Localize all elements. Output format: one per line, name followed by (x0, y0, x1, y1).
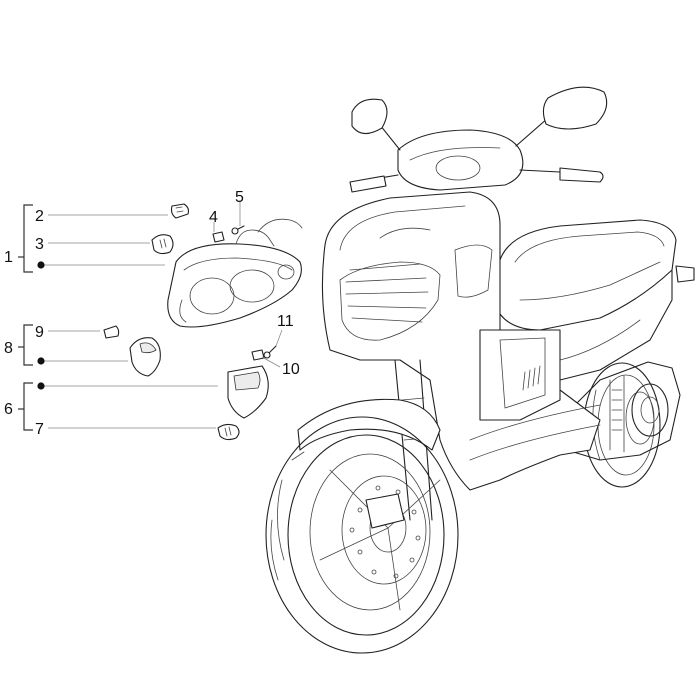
callout-1: 1 (4, 249, 13, 266)
handlebar (349, 86, 608, 193)
bullet-dot-icon (37, 261, 45, 390)
callout-2: 2 (35, 208, 44, 225)
bracket-group-1 (18, 204, 33, 273)
callout-3: 3 (35, 236, 44, 253)
front-wheel (265, 416, 459, 654)
main-body (321, 191, 601, 491)
bracket-group-6 (18, 382, 33, 431)
engine-block (559, 361, 681, 461)
callout-9: 9 (35, 324, 44, 341)
callout-6: 6 (4, 401, 13, 418)
callout-11: 11 (277, 313, 294, 330)
seat-rear-body (494, 219, 695, 381)
scooter-illustration (265, 86, 695, 654)
side-indicator-icon (227, 365, 269, 419)
turn-signal-lens-icon (129, 337, 161, 377)
callout-5: 5 (235, 189, 244, 206)
wire-harness (235, 218, 303, 247)
bracket-group-8 (18, 324, 33, 366)
callout-4: 4 (209, 209, 218, 226)
body-headlight-area (379, 227, 431, 239)
bulb-icon (103, 203, 240, 441)
leader-lines (44, 200, 283, 429)
callout-8: 8 (4, 340, 13, 357)
screw-icon (212, 225, 277, 361)
headlight-assembly-icon (167, 243, 302, 328)
callout-7: 7 (35, 421, 44, 438)
callout-labels: 1 2 3 4 5 6 7 8 9 10 11 (4, 189, 300, 438)
callout-10: 10 (282, 361, 300, 378)
front-fender (297, 398, 441, 451)
